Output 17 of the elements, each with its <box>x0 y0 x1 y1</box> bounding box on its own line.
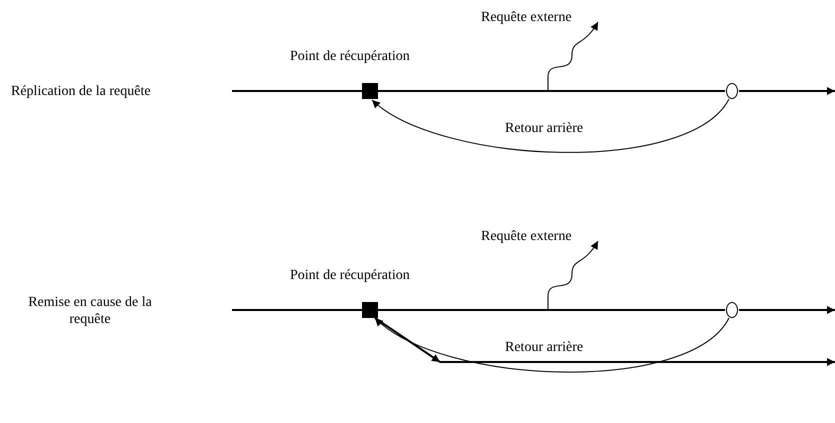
arrow <box>374 317 441 363</box>
arrow <box>739 306 835 314</box>
timeline-line <box>378 309 725 311</box>
curved-arrow <box>372 98 730 153</box>
arrow <box>739 87 835 95</box>
node-label: Requête externe <box>481 9 572 26</box>
wavy-arrow <box>548 22 598 92</box>
row-label: Remise en cause de la requête <box>27 294 153 328</box>
wavy-arrow <box>548 240 598 310</box>
row-label: Réplication de la requête <box>11 83 152 100</box>
node-label: Point de récupération <box>290 48 410 65</box>
node-label: Requête externe <box>481 228 572 245</box>
curved-arrow <box>374 318 730 372</box>
timeline-line <box>378 90 725 92</box>
timeline-line <box>232 90 362 92</box>
timeline-line <box>232 309 362 311</box>
node-label: Point de récupération <box>290 267 410 284</box>
